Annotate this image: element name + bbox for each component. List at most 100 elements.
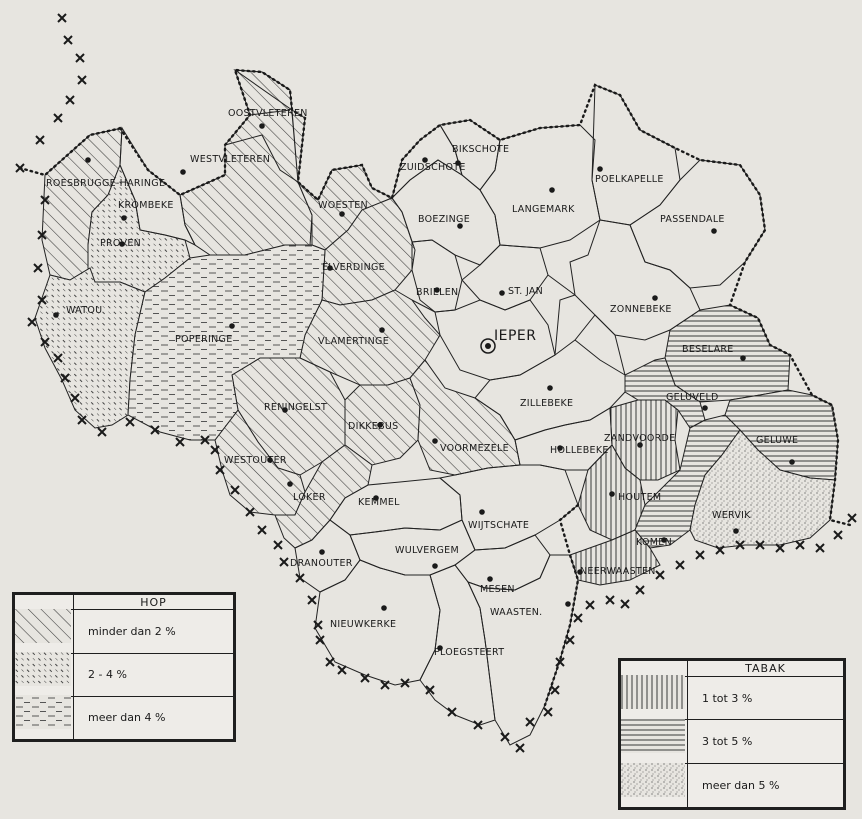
- border-cross: [295, 573, 305, 583]
- national-border: [15, 13, 857, 753]
- place-label-roesbrugge: ROESBRUGGE-HARINGE: [46, 178, 165, 189]
- place-dot: [479, 509, 485, 515]
- arrondissement-boundary-north: [18, 126, 124, 177]
- border-cross: [70, 393, 80, 403]
- border-cross: [97, 427, 107, 437]
- border-cross: [57, 13, 67, 23]
- place-label-beselare: BESELARE: [682, 344, 734, 355]
- place-label-zillebeke: ZILLEBEKE: [520, 398, 573, 409]
- hop-legend: HOP minder dan 2 % 2 - 4 % meer dan 4 %: [12, 592, 236, 742]
- border-cross: [675, 560, 685, 570]
- place-dot: [339, 211, 345, 217]
- place-dot: [437, 645, 443, 651]
- region-neerwaasten: [569, 529, 661, 586]
- place-dot: [432, 563, 438, 569]
- region-bikschote: [439, 119, 501, 191]
- place-label-neerwaasten: NEERWAASTEN: [580, 566, 656, 577]
- place-dot: [121, 215, 127, 221]
- tabak-legend-row: 3 tot 5 %: [620, 718, 844, 765]
- hop-legend-label: minder dan 2 %: [73, 609, 234, 654]
- border-cross: [125, 417, 135, 427]
- place-label-zuidschote: ZUIDSCHOTE: [400, 162, 466, 173]
- border-cross: [200, 435, 210, 445]
- hop-legend-header-row: HOP: [14, 593, 234, 611]
- place-label-poperinge: POPERINGE: [175, 334, 233, 345]
- place-label-boezinge: BOEZINGE: [418, 214, 470, 225]
- place-dot: [609, 491, 615, 497]
- place-label-nieuwkerke: NIEUWKERKE: [330, 619, 396, 630]
- place-dot: [53, 312, 59, 318]
- border-cross: [515, 743, 525, 753]
- border-cross: [40, 195, 50, 205]
- tabak-legend-label: meer dan 5 %: [687, 763, 844, 808]
- hop-legend-row: 2 - 4 %: [14, 652, 234, 697]
- border-cross: [37, 230, 47, 240]
- place-labels: OOSTVLETERENWESTVLETERENROESBRUGGE-HARIN…: [46, 108, 798, 658]
- border-cross: [360, 673, 370, 683]
- tabak-legend-row: 1 tot 3 %: [620, 675, 844, 721]
- border-cross: [635, 585, 645, 595]
- place-label-komen: KOMEN: [636, 537, 672, 548]
- place-dot: [549, 187, 555, 193]
- border-cross: [77, 415, 87, 425]
- place-label-kemmel: KEMMEL: [358, 497, 400, 508]
- border-cross: [565, 635, 575, 645]
- place-label-brielen: BRIELEN: [416, 287, 458, 298]
- hop-legend-row: meer dan 4 %: [14, 695, 234, 741]
- border-cross: [27, 317, 37, 327]
- border-cross: [150, 425, 160, 435]
- border-cross: [573, 613, 583, 623]
- place-label-voormezele: VOORMEZELE: [440, 443, 509, 454]
- place-label-zonnebeke: ZONNEBEKE: [610, 304, 672, 315]
- hop-legend-row: minder dan 2 %: [14, 608, 234, 654]
- border-cross: [37, 295, 47, 305]
- place-label-woesten: WOESTEN: [318, 200, 368, 211]
- tabak-legend-label: 3 tot 5 %: [687, 719, 844, 765]
- ieper-label: IEPER: [494, 328, 537, 344]
- border-cross: [279, 557, 289, 567]
- place-dot: [487, 576, 493, 582]
- place-label-wulvergem: WULVERGEM: [395, 545, 459, 556]
- border-cross: [473, 720, 483, 730]
- place-label-poelkapelle: POELKAPELLE: [595, 174, 664, 185]
- place-dot: [267, 457, 273, 463]
- border-cross: [245, 507, 255, 517]
- border-cross: [500, 732, 510, 742]
- place-dot: [85, 157, 91, 163]
- place-dot: [789, 459, 795, 465]
- hop-high-regions: [127, 244, 326, 441]
- border-cross: [605, 595, 615, 605]
- place-label-geluveld: GELUVELD: [666, 392, 719, 403]
- border-cross: [400, 678, 410, 688]
- border-cross: [525, 717, 535, 727]
- place-dot: [661, 537, 667, 543]
- region-mesen: [454, 534, 551, 591]
- border-cross: [65, 95, 75, 105]
- place-dot: [180, 169, 186, 175]
- region-poelkapelle: [591, 84, 681, 226]
- region-wijtschate: [438, 464, 579, 551]
- inner-boundaries: [224, 109, 626, 376]
- tab-low-swatch: [621, 675, 685, 710]
- place-dot: [259, 123, 265, 129]
- tabak-legend-row: meer dan 5 %: [620, 762, 844, 808]
- border-cross: [815, 543, 825, 553]
- place-dot: [319, 549, 325, 555]
- place-dot: [547, 385, 553, 391]
- place-dot: [557, 445, 563, 451]
- border-cross: [35, 135, 45, 145]
- place-dot: [381, 605, 387, 611]
- region-wervik: [689, 429, 836, 549]
- border-cross: [447, 707, 457, 717]
- arrondissement-boundary: [118, 68, 852, 527]
- hop-mid-swatch: [15, 652, 71, 687]
- border-cross: [53, 353, 63, 363]
- place-dot: [434, 287, 440, 293]
- border-cross: [33, 263, 43, 273]
- border-cross: [775, 543, 785, 553]
- border-cross: [40, 337, 50, 347]
- border-cross: [847, 513, 857, 523]
- place-label-langemark: LANGEMARK: [512, 204, 575, 215]
- place-label-westouter: WESTOUTER: [224, 455, 287, 466]
- place-dot: [432, 438, 438, 444]
